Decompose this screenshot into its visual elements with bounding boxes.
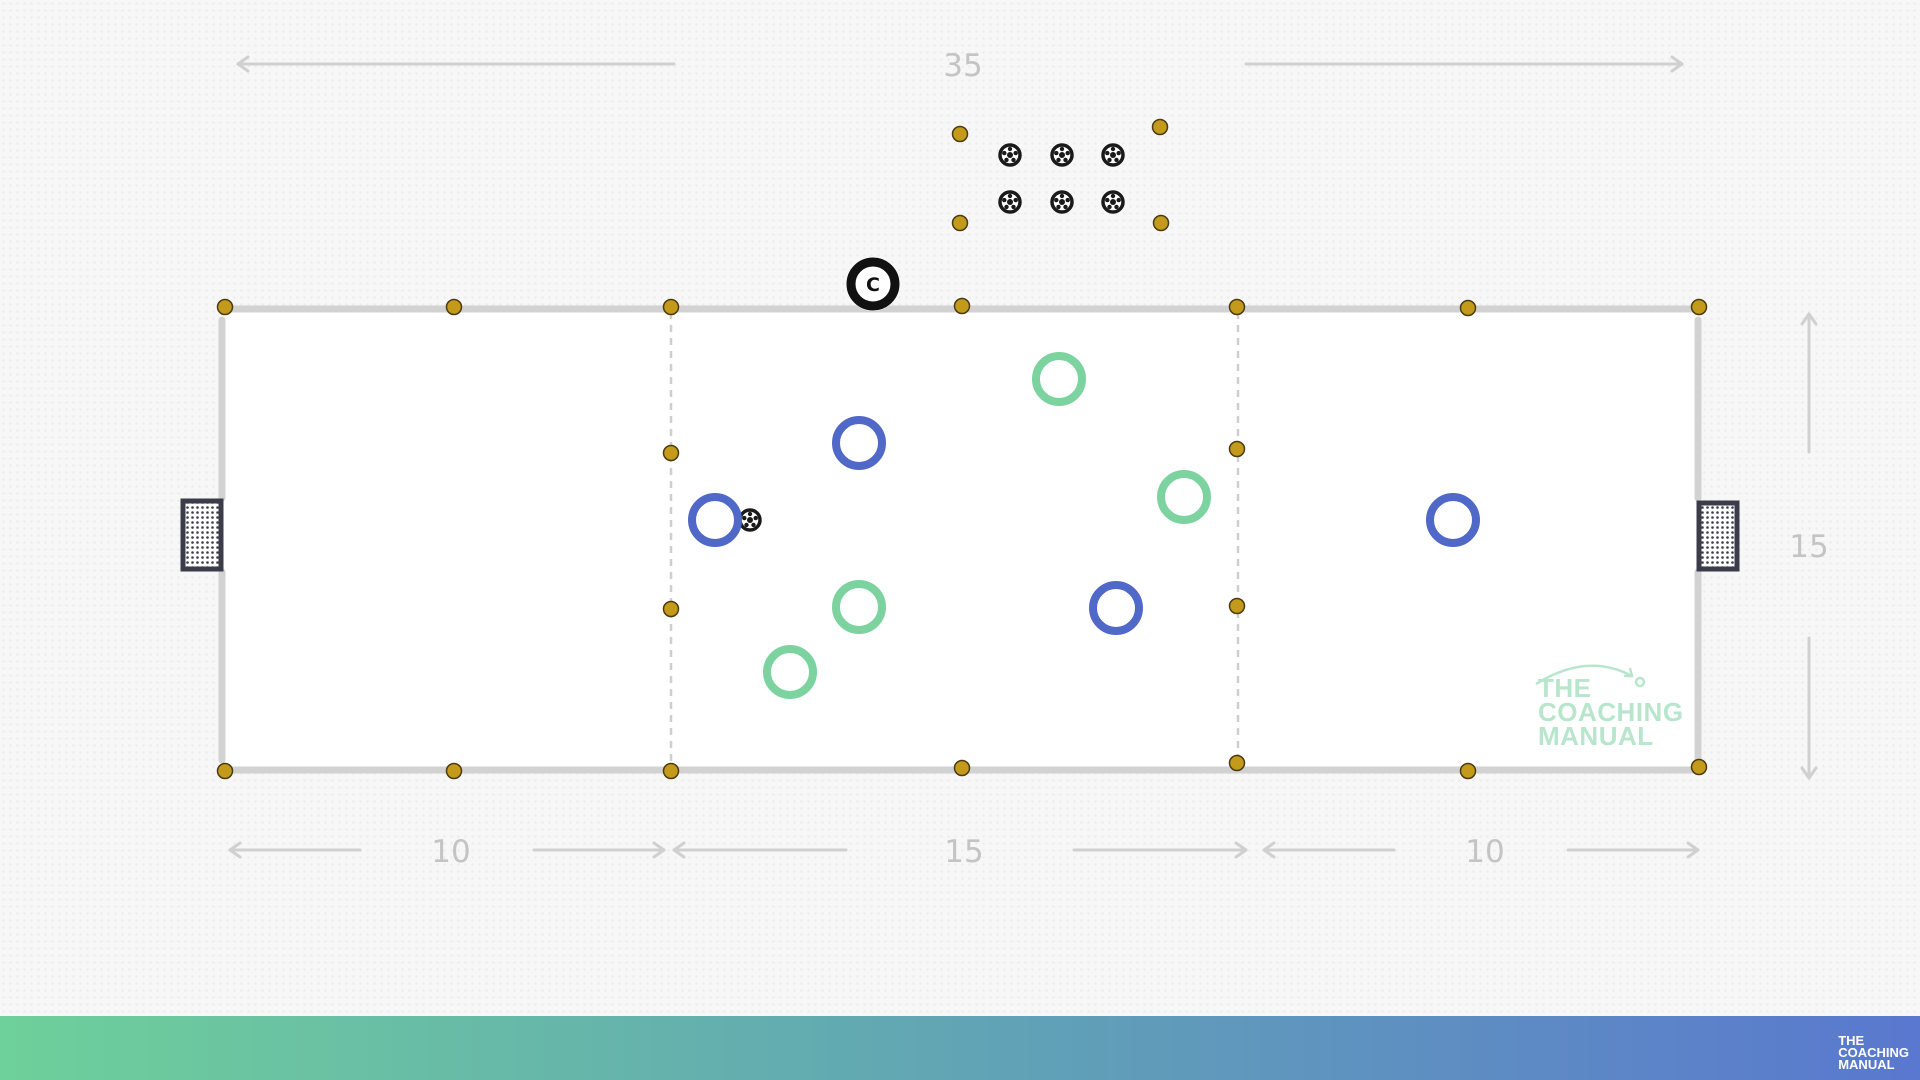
footer-logo-line-1: THE <box>1838 1033 1865 1048</box>
cone-marker-icon <box>953 759 971 777</box>
cone-marker-icon <box>662 298 680 316</box>
footer-logo-line-2: COACHING <box>1838 1045 1909 1060</box>
coach-icon: C <box>846 257 900 311</box>
player-blue <box>1426 493 1480 547</box>
watermark-line-3: MANUAL <box>1538 721 1654 751</box>
ball-supply <box>998 143 1125 214</box>
drill-diagram: C <box>180 55 1818 859</box>
player-green <box>1032 352 1086 406</box>
footer-bar: THE COACHING MANUAL <box>0 1016 1920 1080</box>
cone-marker-icon <box>1228 597 1246 615</box>
football-icon <box>998 190 1022 214</box>
cone-marker-icon <box>1228 440 1246 458</box>
cone-marker-icon <box>1151 118 1169 136</box>
dimension-total-length: 35 <box>943 48 983 84</box>
goal-right <box>1696 500 1740 572</box>
cone-marker-icon <box>1690 298 1708 316</box>
cone-marker-icon <box>1690 758 1708 776</box>
cone-marker-icon <box>1228 754 1246 772</box>
arc-arrow-icon <box>1535 664 1646 688</box>
cone-marker-icon <box>445 762 463 780</box>
cone-marker-icon <box>662 600 680 618</box>
player-green <box>1157 470 1211 524</box>
cone-marker-icon <box>953 297 971 315</box>
cone-marker-icon <box>1459 762 1477 780</box>
cone-marker-icon <box>662 444 680 462</box>
cone-marker-icon <box>1228 298 1246 316</box>
dimension-middle-zone: 15 <box>944 834 984 870</box>
player-blue <box>688 493 742 547</box>
zone-dividers <box>669 312 1240 768</box>
goal-left <box>180 498 224 572</box>
goal-net-icon <box>1696 500 1740 572</box>
cone-marker-icon <box>1459 299 1477 317</box>
goal-net-icon <box>180 498 224 572</box>
team-green <box>763 352 1211 699</box>
team-blue <box>688 416 1480 635</box>
watermark-line-1: THE <box>1538 673 1592 703</box>
football-icon <box>1101 190 1125 214</box>
watermark-line-2: COACHING <box>1538 697 1684 727</box>
player-blue <box>1089 581 1143 635</box>
player-blue <box>832 416 886 470</box>
cone-marker-icon <box>216 298 234 316</box>
footer-logo: THE COACHING MANUAL <box>1838 1033 1909 1072</box>
cone-markers <box>216 118 1708 780</box>
dimension-right-zone: 10 <box>1465 834 1505 870</box>
dimension-left-zone: 10 <box>431 834 471 870</box>
football-icon <box>1101 143 1125 167</box>
football-icon <box>998 143 1022 167</box>
cone-marker-icon <box>662 762 680 780</box>
pitch-area <box>222 308 1698 770</box>
football-icon <box>1050 190 1074 214</box>
coach-label: C <box>866 274 880 296</box>
cone-marker-icon <box>951 125 969 143</box>
dimension-arrows <box>228 55 1818 859</box>
football-icon <box>738 508 762 532</box>
brand-watermark: THE COACHING MANUAL <box>1535 664 1684 751</box>
cone-marker-icon <box>951 214 969 232</box>
football-icon <box>1050 143 1074 167</box>
cone-marker-icon <box>1152 214 1170 232</box>
cone-marker-icon <box>445 298 463 316</box>
player-green <box>832 580 886 634</box>
footer-logo-line-3: MANUAL <box>1838 1057 1895 1072</box>
cone-marker-icon <box>216 762 234 780</box>
dimension-width: 15 <box>1789 529 1829 565</box>
player-green <box>763 645 817 699</box>
